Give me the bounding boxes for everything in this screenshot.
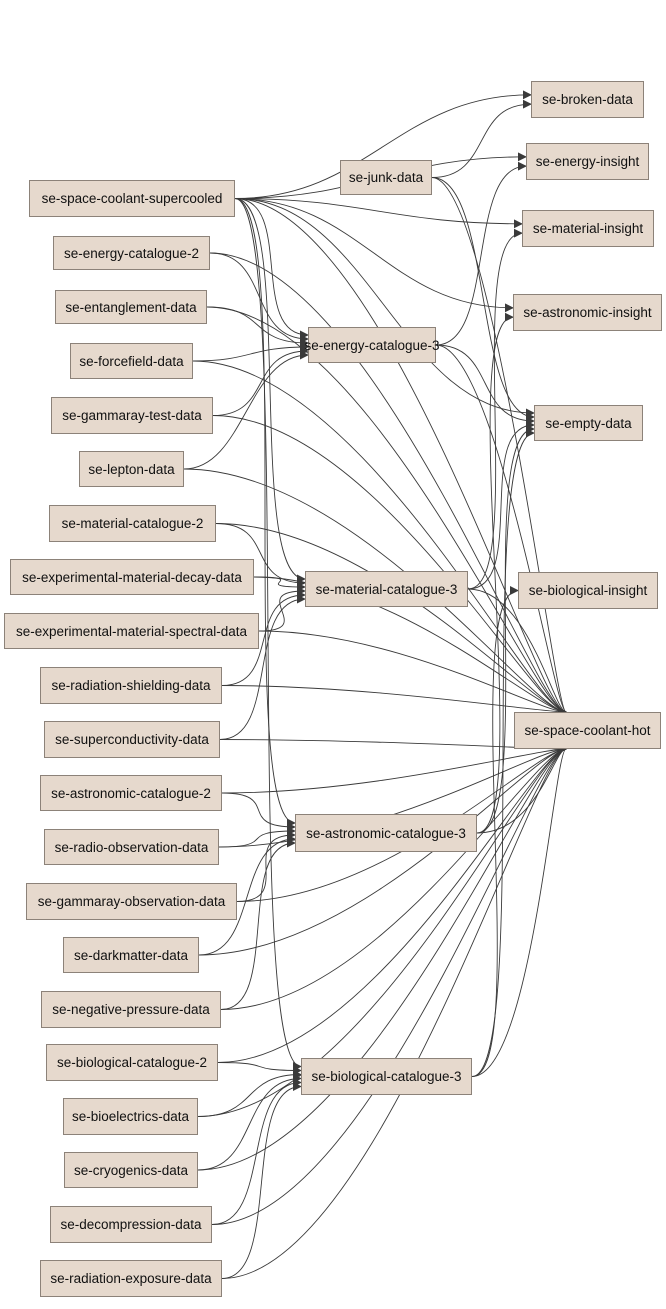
edge-astronomic-catalogue-2-to-astronomic-catalogue-3 bbox=[221, 792, 296, 832]
node-biological-catalogue-2: se-biological-catalogue-2 bbox=[46, 1044, 218, 1081]
node-entanglement-data: se-entanglement-data bbox=[55, 290, 207, 324]
edge-radiation-exposure-data-to-space-coolant-hot bbox=[221, 744, 567, 1279]
node-lepton-data: se-lepton-data bbox=[79, 451, 184, 487]
node-gammaray-test-data: se-gammaray-test-data bbox=[51, 397, 213, 434]
node-astronomic-catalogue-2: se-astronomic-catalogue-2 bbox=[40, 775, 222, 811]
edge-exp-material-spectral-data-to-material-catalogue-3 bbox=[258, 586, 306, 632]
node-energy-catalogue-2: se-energy-catalogue-2 bbox=[53, 236, 210, 270]
node-negative-pressure-data: se-negative-pressure-data bbox=[41, 991, 221, 1028]
edge-negative-pressure-data-to-space-coolant-hot bbox=[220, 744, 567, 1010]
edge-space-coolant-supercooled-to-astronomic-catalogue-3 bbox=[234, 198, 296, 828]
edge-cryogenics-data-to-biological-catalogue-3 bbox=[197, 1074, 302, 1171]
node-empty-data: se-empty-data bbox=[534, 405, 643, 441]
edge-energy-catalogue-2-to-energy-catalogue-3 bbox=[209, 252, 309, 344]
node-darkmatter-data: se-darkmatter-data bbox=[63, 937, 199, 973]
edge-material-catalogue-3-to-empty-data bbox=[467, 420, 535, 590]
node-radio-observation-data: se-radio-observation-data bbox=[44, 829, 219, 865]
edge-exp-material-spectral-data-to-space-coolant-hot bbox=[258, 630, 567, 717]
edge-biological-catalogue-3-to-empty-data bbox=[471, 428, 535, 1077]
node-exp-material-decay-data: se-experimental-material-decay-data bbox=[10, 559, 254, 595]
node-exp-material-spectral-data: se-experimental-material-spectral-data bbox=[4, 613, 259, 649]
edge-space-coolant-supercooled-to-energy-catalogue-3 bbox=[234, 198, 309, 340]
edge-negative-pressure-data-to-astronomic-catalogue-3 bbox=[220, 838, 296, 1010]
node-biological-insight: se-biological-insight bbox=[518, 572, 658, 609]
edge-biological-catalogue-3-to-space-coolant-hot bbox=[471, 744, 567, 1077]
edge-biological-catalogue-3-to-biological-insight bbox=[471, 586, 519, 1077]
node-biological-catalogue-3: se-biological-catalogue-3 bbox=[301, 1058, 472, 1095]
node-material-catalogue-2: se-material-catalogue-2 bbox=[49, 505, 216, 542]
edge-forcefield-data-to-energy-catalogue-3 bbox=[192, 342, 309, 362]
node-decompression-data: se-decompression-data bbox=[50, 1206, 212, 1243]
node-material-insight: se-material-insight bbox=[522, 210, 654, 247]
edge-gammaray-test-data-to-space-coolant-hot bbox=[212, 415, 567, 717]
edge-gammaray-test-data-to-energy-catalogue-3 bbox=[212, 346, 309, 416]
node-astronomic-insight: se-astronomic-insight bbox=[513, 294, 662, 331]
edge-bioelectrics-data-to-space-coolant-hot bbox=[197, 744, 567, 1117]
edge-space-coolant-supercooled-to-space-coolant-hot bbox=[234, 198, 567, 717]
node-broken-data: se-broken-data bbox=[531, 81, 644, 118]
edge-energy-catalogue-2-to-space-coolant-hot bbox=[209, 252, 567, 717]
edge-darkmatter-data-to-space-coolant-hot bbox=[198, 744, 567, 956]
node-energy-insight: se-energy-insight bbox=[526, 143, 649, 180]
node-energy-catalogue-3: se-energy-catalogue-3 bbox=[304, 327, 440, 363]
edge-energy-catalogue-3-to-space-coolant-hot bbox=[435, 344, 567, 717]
edge-material-catalogue-2-to-material-catalogue-3 bbox=[215, 523, 306, 588]
edge-radiation-shielding-data-to-space-coolant-hot bbox=[221, 685, 567, 717]
edge-junk-data-to-space-coolant-hot bbox=[431, 177, 567, 717]
edge-radiation-shielding-data-to-material-catalogue-3 bbox=[221, 590, 306, 686]
edge-junk-data-to-broken-data bbox=[431, 99, 532, 178]
node-radiation-shielding-data: se-radiation-shielding-data bbox=[40, 667, 222, 704]
edge-material-catalogue-3-to-space-coolant-hot bbox=[467, 588, 567, 717]
edge-space-coolant-supercooled-to-material-catalogue-3 bbox=[234, 198, 306, 584]
edge-radiation-exposure-data-to-biological-catalogue-3 bbox=[221, 1082, 302, 1279]
edge-material-catalogue-2-to-space-coolant-hot bbox=[215, 523, 567, 717]
node-space-coolant-hot: se-space-coolant-hot bbox=[514, 712, 661, 749]
node-astronomic-catalogue-3: se-astronomic-catalogue-3 bbox=[295, 814, 477, 852]
edge-superconductivity-data-to-material-catalogue-3 bbox=[219, 594, 306, 740]
edge-space-coolant-supercooled-to-material-insight bbox=[234, 198, 523, 229]
edge-biological-catalogue-2-to-biological-catalogue-3 bbox=[217, 1062, 302, 1075]
edge-space-coolant-supercooled-to-biological-catalogue-3 bbox=[234, 198, 302, 1071]
edge-energy-catalogue-3-to-energy-insight bbox=[435, 161, 527, 346]
edge-gammaray-observation-data-to-astronomic-catalogue-3 bbox=[236, 830, 296, 902]
edge-radio-observation-data-to-astronomic-catalogue-3 bbox=[218, 826, 296, 848]
edge-entanglement-data-to-energy-catalogue-3 bbox=[206, 306, 309, 348]
edge-astronomic-catalogue-3-to-empty-data bbox=[476, 424, 535, 834]
node-bioelectrics-data: se-bioelectrics-data bbox=[63, 1098, 198, 1135]
edge-space-coolant-supercooled-to-astronomic-insight bbox=[234, 198, 514, 313]
edge-cryogenics-data-to-space-coolant-hot bbox=[197, 744, 567, 1171]
edge-astronomic-catalogue-2-to-space-coolant-hot bbox=[221, 744, 567, 794]
node-gammaray-observation-data: se-gammaray-observation-data bbox=[26, 883, 237, 920]
edge-decompression-data-to-biological-catalogue-3 bbox=[211, 1078, 302, 1225]
node-radiation-exposure-data: se-radiation-exposure-data bbox=[40, 1260, 222, 1297]
edge-space-coolant-supercooled-to-empty-data bbox=[234, 198, 535, 418]
node-cryogenics-data: se-cryogenics-data bbox=[64, 1152, 198, 1188]
edge-material-catalogue-3-to-material-insight bbox=[467, 228, 523, 590]
edge-energy-catalogue-3-to-empty-data bbox=[435, 344, 535, 426]
edge-darkmatter-data-to-astronomic-catalogue-3 bbox=[198, 834, 296, 956]
edge-forcefield-data-to-space-coolant-hot bbox=[192, 360, 567, 717]
node-space-coolant-supercooled: se-space-coolant-supercooled bbox=[29, 180, 235, 217]
node-superconductivity-data: se-superconductivity-data bbox=[44, 721, 220, 758]
edge-biological-catalogue-2-to-space-coolant-hot bbox=[217, 744, 567, 1063]
edge-radio-observation-data-to-space-coolant-hot bbox=[218, 744, 567, 848]
edge-decompression-data-to-space-coolant-hot bbox=[211, 744, 567, 1225]
node-forcefield-data: se-forcefield-data bbox=[70, 343, 193, 379]
node-junk-data: se-junk-data bbox=[340, 160, 432, 195]
edge-lepton-data-to-energy-catalogue-3 bbox=[183, 350, 309, 470]
edge-space-coolant-supercooled-to-broken-data bbox=[234, 90, 532, 199]
edge-junk-data-to-empty-data bbox=[431, 177, 535, 422]
node-material-catalogue-3: se-material-catalogue-3 bbox=[305, 571, 468, 607]
edge-entanglement-data-to-space-coolant-hot bbox=[206, 306, 567, 717]
